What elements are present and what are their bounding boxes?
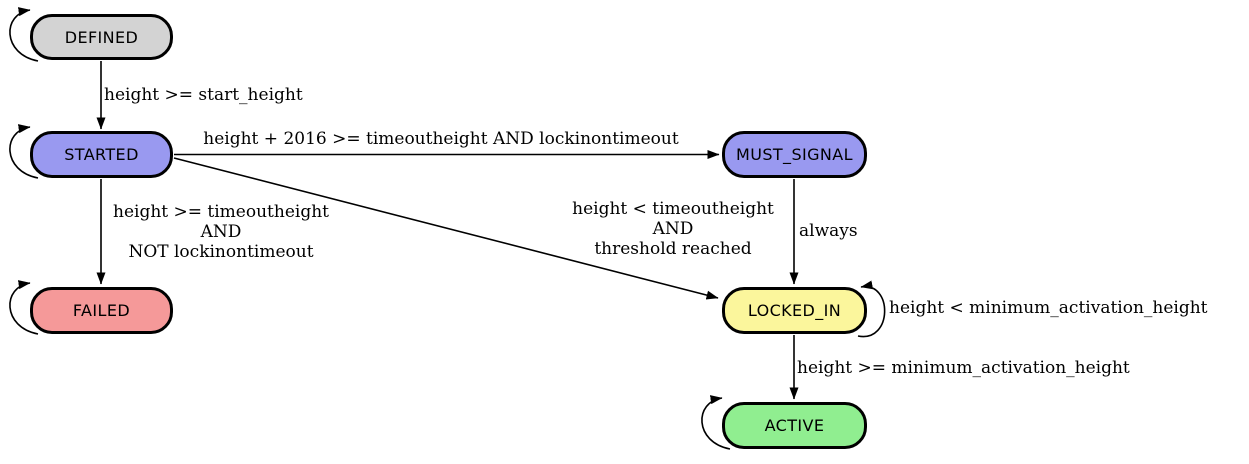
state-started-label: STARTED <box>64 145 139 164</box>
edge-label-line: AND <box>652 219 694 239</box>
state-locked-in-label: LOCKED_IN <box>747 301 842 320</box>
state-locked-in: LOCKED_IN <box>722 287 867 334</box>
edge-label-defined-to-started: height >= start_height <box>104 85 303 105</box>
edge-defined-self-loop <box>9 7 39 62</box>
state-must-signal: MUST_SIGNAL <box>722 131 867 178</box>
state-defined: DEFINED <box>30 14 173 60</box>
edge-label-locked-in-to-active: height >= minimum_activation_height <box>797 358 1130 378</box>
state-failed: FAILED <box>30 287 173 334</box>
state-must-signal-label: MUST_SIGNAL <box>736 145 853 164</box>
edge-label-line: AND <box>200 222 242 242</box>
edge-label-locked-in-self-loop: height < minimum_activation_height <box>889 298 1208 318</box>
edge-label-line: threshold reached <box>594 239 752 259</box>
state-started: STARTED <box>30 131 173 178</box>
edge-started-self-loop <box>9 124 39 179</box>
state-active: ACTIVE <box>722 402 867 449</box>
state-defined-label: DEFINED <box>64 27 139 47</box>
edge-locked-in-self-loop <box>857 280 886 338</box>
edge-label-must-signal-to-locked-in: always <box>799 221 858 241</box>
edge-started-to-locked-in <box>173 157 719 300</box>
state-active-label: ACTIVE <box>764 416 825 435</box>
edge-label-started-to-locked-in: height < timeoutheight AND threshold rea… <box>572 199 774 259</box>
state-failed-label: FAILED <box>72 301 131 320</box>
edge-failed-self-loop <box>9 280 39 335</box>
edge-label-started-to-must-signal: height + 2016 >= timeoutheight AND locki… <box>203 129 679 149</box>
edge-active-self-loop <box>701 395 731 450</box>
edge-label-line: height >= timeoutheight <box>113 202 329 222</box>
edge-label-line: NOT lockinontimeout <box>128 242 314 262</box>
edge-label-line: height < timeoutheight <box>572 199 774 219</box>
edge-label-started-to-failed: height >= timeoutheight AND NOT lockinon… <box>113 202 329 262</box>
